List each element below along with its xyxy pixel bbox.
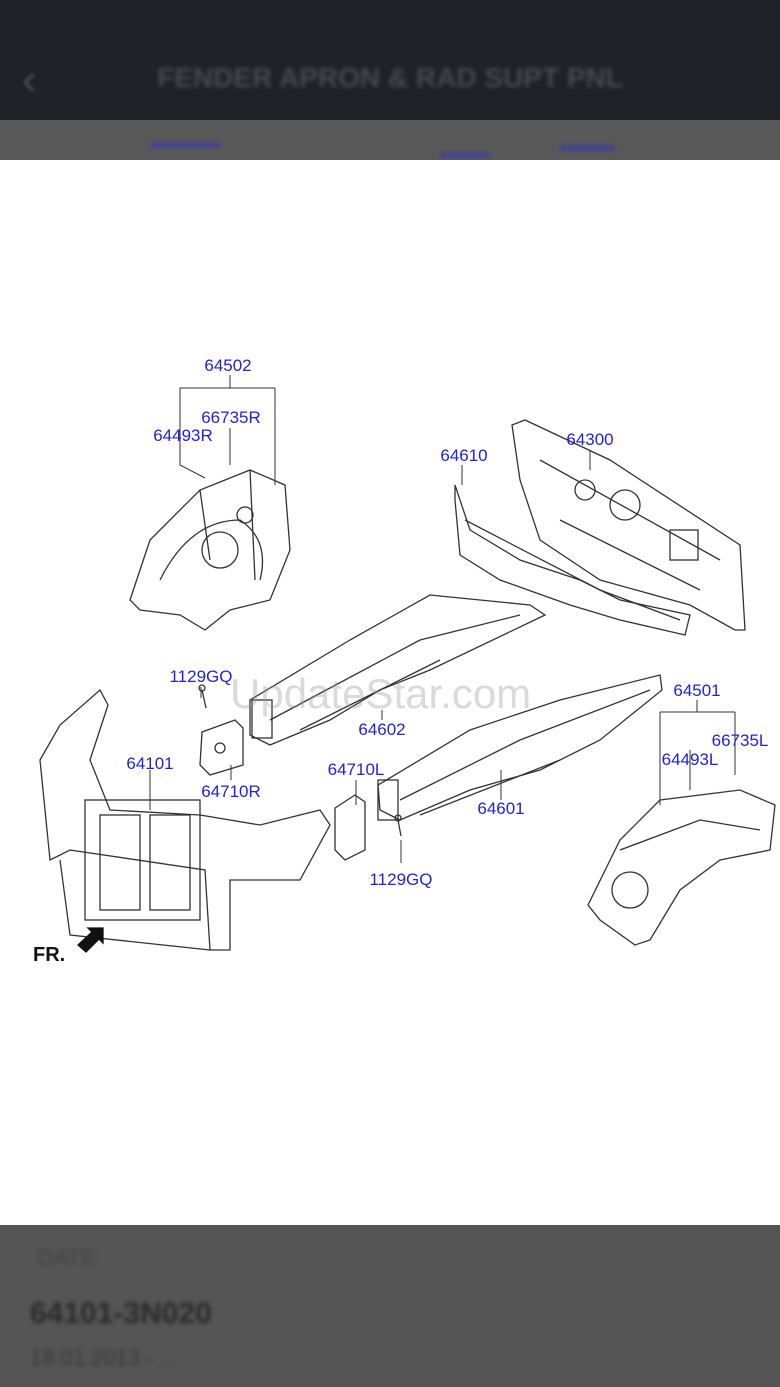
part-label[interactable]: 1129GQ xyxy=(369,870,433,889)
part-label[interactable]: 64502 xyxy=(204,356,252,375)
part-label[interactable]: 64710R xyxy=(201,782,261,801)
part-detail-sheet: DATE 64101-3N020 18.01.2013 - ... xyxy=(0,1225,780,1387)
part-label[interactable]: 1129GQ xyxy=(169,667,233,686)
part-number: 64101-3N020 xyxy=(30,1297,212,1330)
app-header: ‹ FENDER APRON & RAD SUPT PNL xyxy=(0,0,780,120)
date-range: 18.01.2013 - ... xyxy=(30,1345,178,1370)
front-arrow-icon xyxy=(77,927,104,953)
page-title: FENDER APRON & RAD SUPT PNL xyxy=(157,62,623,93)
part-side-member-r xyxy=(249,594,547,746)
part-label[interactable]: 64493R xyxy=(153,426,213,445)
part-label[interactable]: 64610 xyxy=(440,446,488,465)
part-label[interactable]: 64710L xyxy=(327,760,385,779)
part-fender-apron-r xyxy=(129,469,291,631)
watermark: UpdateStar.com xyxy=(230,670,532,717)
part-label[interactable]: 64602 xyxy=(358,720,406,739)
part-bolt-l xyxy=(394,814,402,837)
part-label[interactable]: 66735L xyxy=(711,731,769,750)
part-fender-apron-l xyxy=(587,789,776,946)
part-label[interactable]: 64101 xyxy=(126,754,174,773)
chevron-left-icon: ‹ xyxy=(22,55,37,104)
front-direction-label: FR. xyxy=(33,944,66,966)
thumbnail-strip xyxy=(0,120,780,160)
parts-diagram xyxy=(39,375,776,953)
part-bracket-l xyxy=(334,794,366,861)
part-cowl-crossmember xyxy=(454,484,691,636)
diagram-viewer[interactable]: 64502 66735R 64493R 64610 64300 1129GQ 6… xyxy=(0,160,780,1225)
part-bolt-r xyxy=(198,684,207,709)
part-label[interactable]: 64601 xyxy=(477,799,525,818)
part-dash-panel xyxy=(511,419,746,631)
part-label[interactable]: 64501 xyxy=(673,681,721,700)
back-button[interactable]: ‹ xyxy=(22,58,37,102)
part-label[interactable]: 64493L xyxy=(661,750,719,769)
part-label[interactable]: 66735R xyxy=(201,408,261,427)
part-side-member-l xyxy=(377,674,663,821)
part-label[interactable]: 64300 xyxy=(566,430,614,449)
part-radiator-support xyxy=(39,688,331,951)
section-label: DATE xyxy=(38,1245,96,1270)
part-bracket-r xyxy=(199,719,244,776)
